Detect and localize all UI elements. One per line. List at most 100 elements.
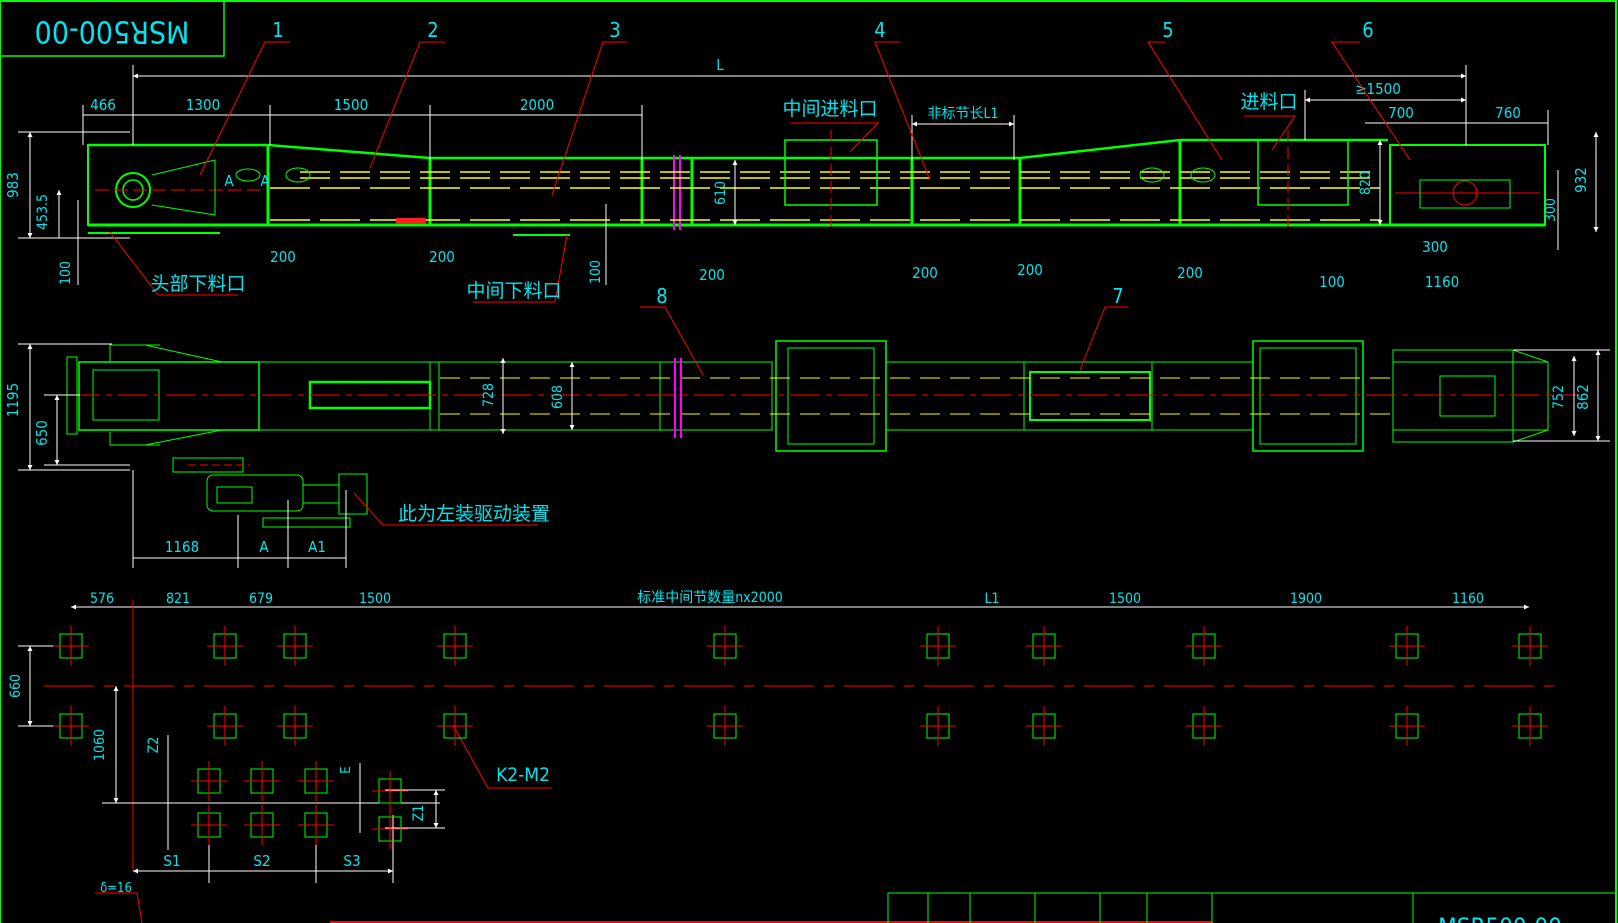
dim-S2: S2 bbox=[253, 852, 270, 870]
balloon-1: 1 bbox=[272, 18, 283, 42]
inlet-box bbox=[1257, 139, 1349, 206]
dim-760: 760 bbox=[1495, 104, 1521, 122]
drawing-code-top: MSR500-00 bbox=[35, 14, 190, 49]
pad-centerline bbox=[437, 706, 473, 746]
pad-centerline bbox=[920, 706, 956, 746]
pad-centerline bbox=[277, 626, 313, 666]
pad-centerline bbox=[1186, 706, 1222, 746]
dim-L1: L1 bbox=[984, 591, 999, 607]
balloon-7: 7 bbox=[1112, 284, 1123, 308]
dim-1195: 1195 bbox=[4, 383, 22, 417]
dim-200-2: 200 bbox=[429, 248, 455, 266]
balloons: 1 2 3 4 5 6 头部下料口 中间下料口 中间进料口 进料口 bbox=[109, 18, 1411, 303]
section-mark-a2: A bbox=[260, 172, 270, 190]
dim-650: 650 bbox=[33, 420, 51, 446]
pad-centerline bbox=[1512, 706, 1548, 746]
balloon-3: 3 bbox=[609, 18, 620, 42]
pad-centerline bbox=[191, 761, 227, 801]
nonstandard-label: 非标节长L1 bbox=[927, 106, 998, 122]
dim-862: 862 bbox=[1574, 384, 1592, 410]
plan-inlet-frame-2 bbox=[1252, 340, 1364, 452]
dim-1160-b: 1160 bbox=[1452, 591, 1484, 607]
dim-200-4: 200 bbox=[912, 264, 938, 282]
bolt-label: K2-M2 bbox=[496, 764, 550, 786]
dim-660: 660 bbox=[8, 674, 24, 698]
elevation-dim-texts: L 466 1300 1500 2000 非标节长L1 ≥1500 700 76… bbox=[4, 56, 1590, 291]
dim-1500: 1500 bbox=[334, 96, 368, 114]
plan-dimensions bbox=[18, 343, 1610, 568]
dim-932: 932 bbox=[1572, 167, 1590, 193]
tail-section bbox=[1389, 144, 1546, 226]
label-mid-inlet: 中间进料口 bbox=[782, 98, 877, 120]
std-sections-label: 标准中间节数量nx2000 bbox=[637, 590, 782, 606]
pad-centerline bbox=[1389, 706, 1425, 746]
pad-centerline bbox=[244, 805, 280, 845]
dim-Z2: Z2 bbox=[146, 737, 162, 754]
dim-E: E bbox=[339, 766, 354, 773]
pad-centerline bbox=[707, 706, 743, 746]
drive-note: 此为左装驱动装置 bbox=[398, 503, 550, 525]
dim-200-6: 200 bbox=[1177, 264, 1203, 282]
dim-A1: A1 bbox=[308, 538, 326, 556]
casing-top-line bbox=[88, 138, 1388, 160]
plan-texts: 1195 650 728 608 752 862 8 7 此为左装驱动装置 11… bbox=[4, 284, 1592, 556]
label-head-outlet: 头部下料口 bbox=[150, 273, 245, 295]
dim-1300: 1300 bbox=[186, 96, 220, 114]
dim-1060: 1060 bbox=[92, 729, 108, 761]
pad-centerline bbox=[298, 805, 334, 845]
pad-centerline bbox=[372, 771, 408, 811]
pad-centerline bbox=[707, 626, 743, 666]
dim-100-left: 100 bbox=[58, 261, 74, 285]
dim-700: 700 bbox=[1388, 104, 1414, 122]
pad-centerline bbox=[372, 809, 408, 849]
elevation-dimensions bbox=[18, 65, 1599, 285]
title-block: MSR500-00 bbox=[330, 892, 1616, 923]
head-section bbox=[87, 144, 269, 226]
dim-1500-a: 1500 bbox=[359, 591, 391, 607]
pad-centerline bbox=[244, 761, 280, 801]
dim-752: 752 bbox=[1551, 385, 1567, 409]
dim-100-right: 100 bbox=[1319, 273, 1345, 291]
dim-576: 576 bbox=[90, 591, 114, 607]
pad-centerline bbox=[1512, 626, 1548, 666]
balloon-6: 6 bbox=[1362, 18, 1373, 42]
balloon-4: 4 bbox=[874, 18, 885, 42]
balloon-2: 2 bbox=[427, 18, 438, 42]
dim-821: 821 bbox=[166, 591, 190, 607]
dim-S1: S1 bbox=[163, 852, 180, 870]
dim-679: 679 bbox=[249, 591, 273, 607]
pad-centerline bbox=[1026, 626, 1062, 666]
foundation-texts: 576 821 679 1500 标准中间节数量nx2000 L1 1500 1… bbox=[8, 590, 1484, 896]
elevation-view bbox=[87, 130, 1546, 236]
dim-200-3: 200 bbox=[699, 266, 725, 284]
dim-608: 608 bbox=[550, 385, 566, 409]
dim-466: 466 bbox=[90, 96, 116, 114]
dim-2000: 2000 bbox=[520, 96, 554, 114]
pad-centerline bbox=[1186, 626, 1222, 666]
dim-min-1500: ≥1500 bbox=[1355, 80, 1401, 98]
dim-300-h: 300 bbox=[1422, 238, 1448, 256]
dim-1500-b: 1500 bbox=[1109, 591, 1141, 607]
dim-A: A bbox=[259, 538, 269, 556]
pad-centerline bbox=[920, 626, 956, 666]
dim-610: 610 bbox=[713, 181, 729, 205]
plate-thickness: δ=16 bbox=[100, 881, 132, 896]
pad-centerline bbox=[1389, 626, 1425, 666]
pad-centerline bbox=[191, 805, 227, 845]
pad-centerline bbox=[53, 706, 89, 746]
dim-1900: 1900 bbox=[1290, 591, 1322, 607]
dim-1168: 1168 bbox=[165, 538, 199, 556]
dim-200-1: 200 bbox=[270, 248, 296, 266]
plan-inlet-frame-1 bbox=[775, 340, 887, 452]
drawing-code-bottom: MSR500-00 bbox=[1438, 913, 1562, 923]
balloon-5: 5 bbox=[1162, 18, 1173, 42]
plan-view bbox=[66, 340, 1580, 528]
dim-L: L bbox=[716, 56, 724, 74]
pad-centerline bbox=[207, 706, 243, 746]
dim-300-v: 300 bbox=[1543, 198, 1559, 222]
pad-centerline bbox=[298, 761, 334, 801]
pad-centerline bbox=[1026, 706, 1062, 746]
dim-728: 728 bbox=[481, 383, 497, 407]
